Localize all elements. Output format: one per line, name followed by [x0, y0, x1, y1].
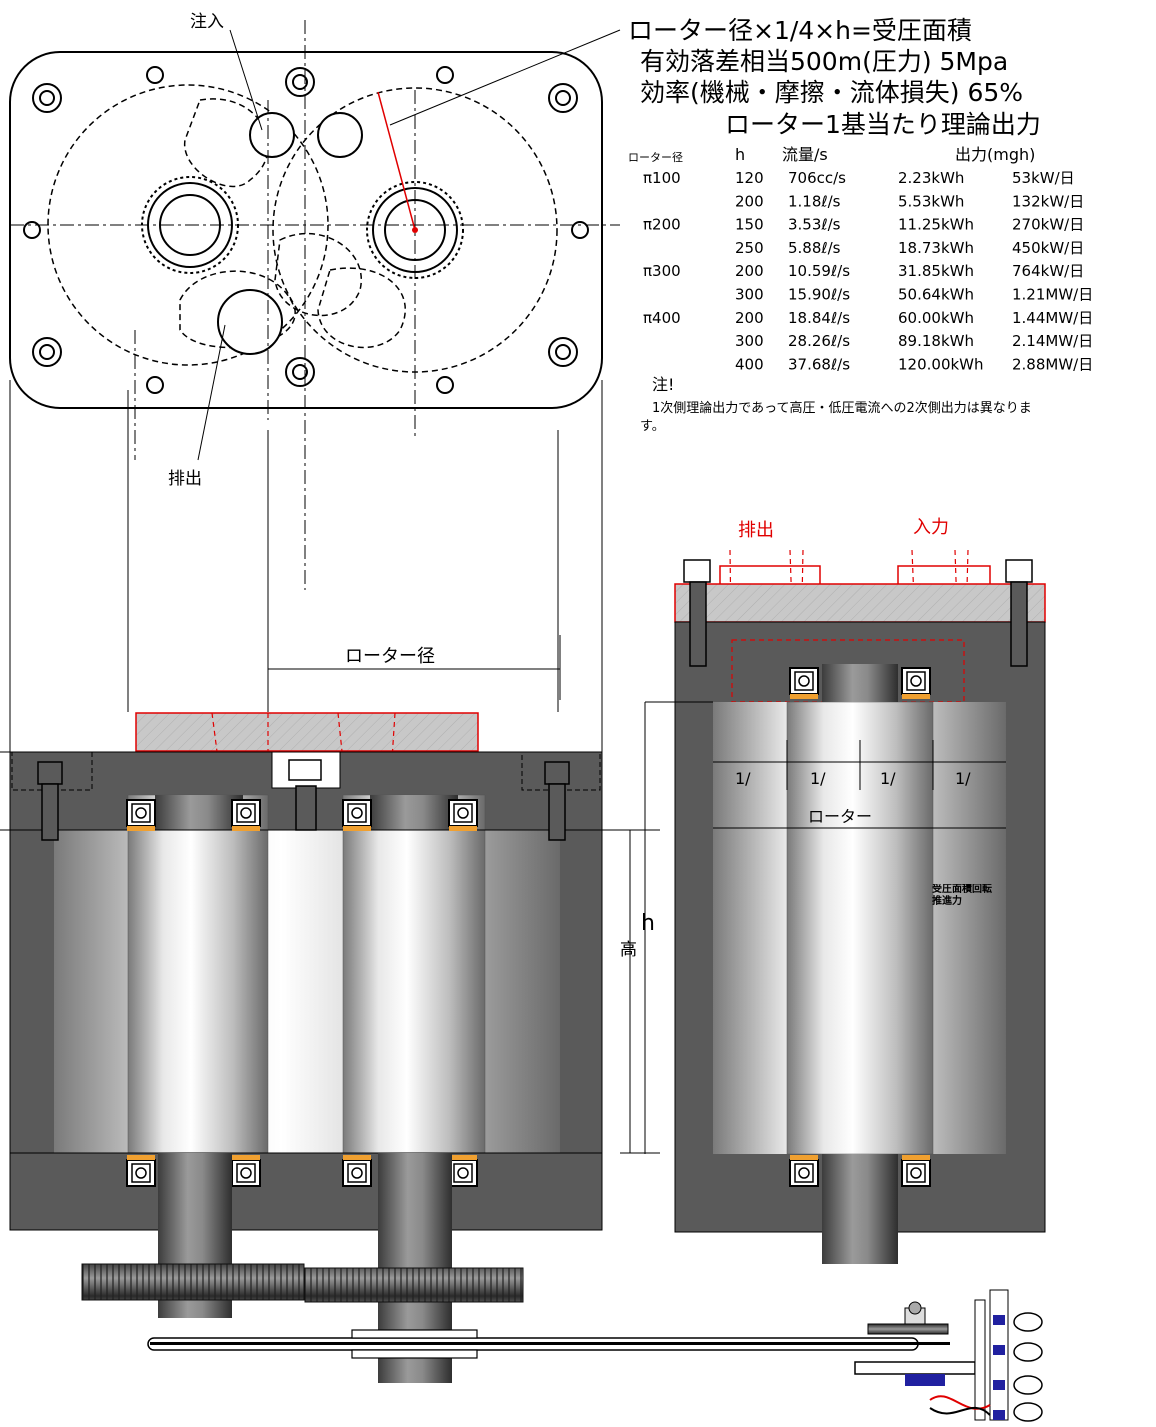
quarter-label-1: 1/	[735, 769, 751, 788]
corner-bolts	[23, 66, 589, 394]
table-header-output: 出力(mgh)	[955, 145, 1035, 164]
motor-terminals	[993, 1315, 1005, 1420]
quarter-label-3: 1/	[880, 769, 896, 788]
table-cell-r4-c1: 200	[735, 262, 764, 280]
table-cell-r0-c2: 706cc/s	[788, 169, 846, 187]
center-lines	[10, 20, 620, 590]
label-discharge: 排出	[168, 469, 202, 489]
table-cell-r7-c2: 28.26ℓ/s	[788, 332, 850, 350]
table-cell-r6-c4: 1.44MW/日	[1012, 309, 1093, 327]
note-line-2: す。	[640, 419, 665, 434]
housing-plate-outline	[9, 51, 603, 409]
bearing-seals-top	[127, 826, 477, 831]
table-cell-r4-c2: 10.59ℓ/s	[788, 262, 850, 280]
table-cell-r8-c4: 2.88MW/日	[1012, 355, 1093, 373]
table-cell-r5-c1: 300	[735, 286, 764, 304]
table-cell-r3-c2: 5.88ℓ/s	[788, 239, 841, 257]
label-rotor-diameter: ローター径	[345, 646, 435, 667]
housing-bolts	[11, 751, 601, 841]
dimension-rotor-diameter	[267, 635, 561, 700]
label-pressure-area-box: 受圧面積回転推進力	[932, 884, 992, 907]
table-cell-r6-c0: π400	[643, 309, 681, 327]
quarter-label-2: 1/	[810, 769, 826, 788]
side-ports	[719, 565, 991, 584]
table-header-h: h	[735, 145, 745, 164]
projection-lines	[9, 380, 603, 752]
label-rotor: ローター	[808, 807, 872, 826]
port-circles	[217, 112, 363, 355]
table-cell-r2-c0: π200	[643, 216, 681, 234]
table-cell-r1-c1: 200	[735, 192, 764, 210]
table-cell-r8-c3: 120.00kWh	[898, 355, 984, 373]
table-cell-r0-c0: π100	[643, 169, 681, 187]
table-cell-r7-c4: 2.14MW/日	[1012, 332, 1093, 350]
dimension-h	[620, 829, 660, 1154]
quarter-label-4: 1/	[955, 769, 971, 788]
note-line-1: 1次側理論出力であって高圧・低圧電流への2次側出力は異なりま	[652, 400, 1032, 416]
info-line-1: ローター径×1/4×h=受圧面積	[628, 16, 972, 45]
bearing-seals-bottom	[127, 1155, 477, 1160]
table-cell-r6-c1: 200	[735, 309, 764, 327]
table-cell-r7-c3: 89.18kWh	[898, 332, 974, 350]
label-side-discharge: 排出	[738, 520, 774, 541]
table-cell-r2-c4: 270kW/日	[1012, 216, 1084, 234]
table-cell-r1-c2: 1.18ℓ/s	[788, 192, 841, 210]
table-cell-r5-c3: 50.64kWh	[898, 286, 974, 304]
table-cell-r1-c3: 5.53kWh	[898, 192, 964, 210]
side-bolts	[683, 559, 1033, 667]
table-cell-r6-c2: 18.84ℓ/s	[788, 309, 850, 327]
plan-view: 注入 排出	[9, 12, 621, 590]
info-block: ローター径×1/4×h=受圧面積 有効落差相当500m(圧力) 5Mpa 効率(…	[628, 16, 1041, 139]
table-cell-r0-c1: 120	[735, 169, 764, 187]
side-section: 排出 入力	[644, 517, 1046, 1264]
table-cell-r3-c1: 250	[735, 239, 764, 257]
table-rows: π100 120 706cc/s 2.23kWh 53kW/日 200 1.18ℓ/s 5.5…	[643, 169, 1093, 373]
label-height: 高	[620, 940, 637, 960]
table-cell-r0-c3: 2.23kWh	[898, 169, 964, 187]
table-cell-r4-c4: 764kW/日	[1012, 262, 1084, 280]
table-cell-r3-c4: 450kW/日	[1012, 239, 1084, 257]
label-h: h	[641, 911, 655, 936]
info-line-3: 効率(機械・摩擦・流体損失) 65%	[640, 78, 1023, 107]
table-cell-r5-c4: 1.21MW/日	[1012, 286, 1093, 304]
belt-drive	[147, 1289, 1043, 1422]
table-cell-r8-c1: 400	[735, 355, 764, 373]
table-cell-r7-c1: 300	[735, 332, 764, 350]
table-cell-r2-c2: 3.53ℓ/s	[788, 216, 841, 234]
table-cell-r5-c2: 15.90ℓ/s	[788, 286, 850, 304]
table-cell-r6-c3: 60.00kWh	[898, 309, 974, 327]
table-cell-r2-c1: 150	[735, 216, 764, 234]
table-cell-r1-c4: 132kW/日	[1012, 192, 1084, 210]
label-inject: 注入	[190, 12, 224, 32]
table-cell-r2-c3: 11.25kWh	[898, 216, 974, 234]
info-line-2: 有効落差相当500m(圧力) 5Mpa	[640, 47, 1008, 76]
table-cell-r8-c2: 37.68ℓ/s	[788, 355, 850, 373]
info-line-4: ローター1基当たり理論出力	[725, 110, 1041, 139]
output-table: ローター径 h 流量/s 出力(mgh) π100 120 706cc/s 2.23k…	[628, 145, 1093, 373]
table-header-flow: 流量/s	[782, 145, 828, 164]
table-cell-r3-c3: 18.73kWh	[898, 239, 974, 257]
note-block: 注! 1次側理論出力であって高圧・低圧電流への2次側出力は異なりま す。	[640, 375, 1032, 434]
label-pressure-area: 受圧面積回転推進力	[932, 884, 992, 907]
side-dimensions	[644, 701, 1006, 1154]
terminal-rings	[1013, 1312, 1043, 1422]
table-cell-r0-c4: 53kW/日	[1012, 169, 1075, 187]
table-header-rotor: ローター径	[628, 151, 683, 164]
table-cell-r4-c3: 31.85kWh	[898, 262, 974, 280]
table-cell-r4-c0: π300	[643, 262, 681, 280]
leader-lines	[197, 29, 621, 461]
label-side-input: 入力	[913, 517, 949, 538]
front-section: ローター径	[0, 380, 660, 1383]
note-title: 注!	[652, 375, 674, 394]
